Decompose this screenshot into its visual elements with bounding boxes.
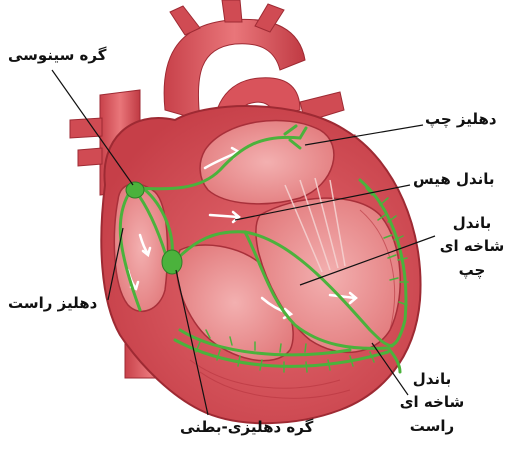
leader-sa-node	[51, 69, 134, 186]
label-left-branch-line-1: باندل	[452, 214, 492, 232]
purkinje-right-edge	[386, 346, 402, 374]
aortic-branch-3	[254, 3, 285, 33]
label-left-branch-line-2: شاخه ای	[439, 237, 505, 256]
label-right-bundle-branch: باندل شاخه ای راست	[392, 368, 472, 438]
bachmann-branches	[283, 124, 308, 150]
left-vessel-stub	[69, 117, 103, 139]
leader-av-node	[175, 269, 209, 416]
label-sa-node: گره سینوسی	[8, 46, 107, 64]
chordae-tendineae	[284, 177, 346, 273]
leader-left-branch	[299, 235, 436, 286]
leader-right-branch	[371, 342, 409, 396]
left-bundle-branch-line	[243, 230, 394, 348]
aortic-branch-2	[221, 0, 243, 23]
purkinje-lower	[178, 328, 352, 357]
myocardium-striations	[189, 209, 395, 399]
leader-bundle-his	[234, 184, 411, 221]
label-left-atrium: دهلیز چپ	[425, 110, 497, 128]
label-right-branch-line-2: شاخه ای	[399, 393, 465, 412]
sa-node-shape	[125, 181, 145, 199]
aortic-branch-1	[169, 5, 201, 36]
aorta	[163, 18, 306, 121]
left-vessel-stub-2	[77, 147, 103, 167]
internodal-to-left-atrium	[136, 135, 302, 191]
leader-lines	[51, 69, 436, 416]
label-bundle-his: باندل هیس	[413, 170, 495, 188]
purkinje-outer-left	[358, 178, 408, 348]
purkinje-fibers	[195, 187, 409, 373]
right-bundle-branch-line	[243, 230, 390, 350]
label-right-atrium: دهلیز راست	[8, 294, 98, 312]
av-node-shape	[161, 249, 183, 275]
label-left-bundle-branch: باندل شاخه ای چپ	[432, 212, 512, 282]
leader-left-atrium	[304, 124, 424, 146]
label-right-branch-line-3: راست	[409, 416, 455, 435]
label-left-branch-line-3: چپ	[458, 260, 486, 279]
label-right-branch-line-1: باندل	[412, 370, 452, 388]
leader-right-atrium	[107, 227, 124, 301]
label-av-node: گره دهلیزی-بطنی	[180, 418, 314, 436]
